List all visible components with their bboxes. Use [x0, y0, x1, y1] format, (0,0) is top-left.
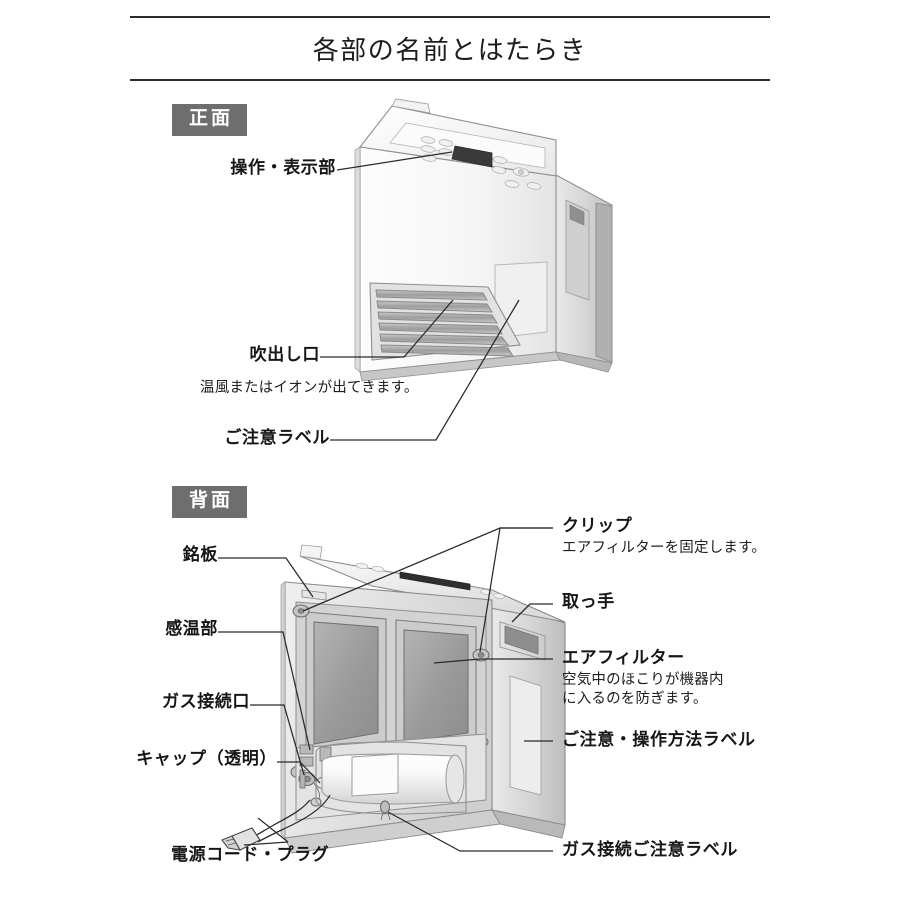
callout-description: エアフィルターを固定します。 [562, 539, 767, 556]
callout-title: 感温部 [165, 619, 218, 639]
callout-control-panel: 操作・表示部 [196, 158, 336, 180]
air-filter-panel [403, 629, 469, 743]
callout-clip: クリップ エアフィルターを固定します。 [562, 516, 766, 557]
callout-title: クリップ [562, 516, 633, 536]
callout-title: ご注意・操作方法ラベル [562, 730, 756, 750]
callout-title: 銘板 [182, 545, 218, 565]
temp-sensor-grille [299, 744, 332, 767]
transparent-cap [310, 777, 331, 807]
callout-gas-connection-port: ガス接続口 [130, 692, 250, 714]
gas-connection-port [298, 769, 316, 789]
callout-temperature-sensor: 感温部 [138, 619, 218, 641]
callout-description: 温風またはイオンが出てきます。 [200, 380, 419, 396]
section-badge-front: 正面 [172, 104, 248, 136]
callout-description-line2: に入るのを防ぎます。 [562, 691, 708, 708]
display-screen [451, 145, 493, 168]
callout-title: エアフィルター [562, 648, 685, 668]
front-caution-label-area [494, 261, 548, 339]
callout-title: ガス接続口 [162, 692, 250, 712]
handle-slot [504, 625, 539, 655]
callout-gas-caution-label: ガス接続ご注意ラベル [562, 840, 738, 862]
callout-title: 吹出し口 [249, 345, 320, 365]
callout-air-outlet-description: 温風またはイオンが出てきます。 [200, 378, 419, 398]
callout-title: ご注意ラベル [224, 428, 330, 448]
callout-title: ガス接続ご注意ラベル [562, 840, 738, 860]
section-badge-back: 背面 [172, 486, 248, 518]
callout-air-filter: エアフィルター 空気中のほこりが機器内 に入るのを防ぎます。 [562, 648, 724, 709]
callout-handle: 取っ手 [562, 592, 615, 614]
callout-nameplate: 銘板 [148, 545, 218, 567]
nameplate-plate [301, 589, 327, 601]
callout-title: 操作・表示部 [230, 158, 336, 178]
callout-description-line1: 空気中のほこりが機器内 [562, 671, 724, 688]
callout-power-cord-plug: 電源コード・プラグ [171, 845, 329, 867]
gas-caution-label-roll [321, 753, 461, 805]
callout-title: 取っ手 [562, 592, 615, 612]
callout-front-caution-label: ご注意ラベル [180, 428, 330, 450]
side-operation-label [509, 675, 542, 796]
callout-air-outlet: 吹出し口 [180, 345, 320, 367]
header-rule-top [130, 16, 770, 18]
header-rule-bottom [130, 79, 770, 81]
callout-operation-label: ご注意・操作方法ラベル [562, 730, 756, 752]
callout-title: キャップ（透明） [136, 749, 277, 769]
callout-title: 電源コード・プラグ [171, 845, 330, 865]
callout-transparent-cap: キャップ（透明） [110, 749, 277, 771]
filter-clips [290, 604, 490, 779]
power-cord-and-plug [221, 794, 391, 851]
page-title: 各部の名前とはたらき [312, 36, 588, 66]
